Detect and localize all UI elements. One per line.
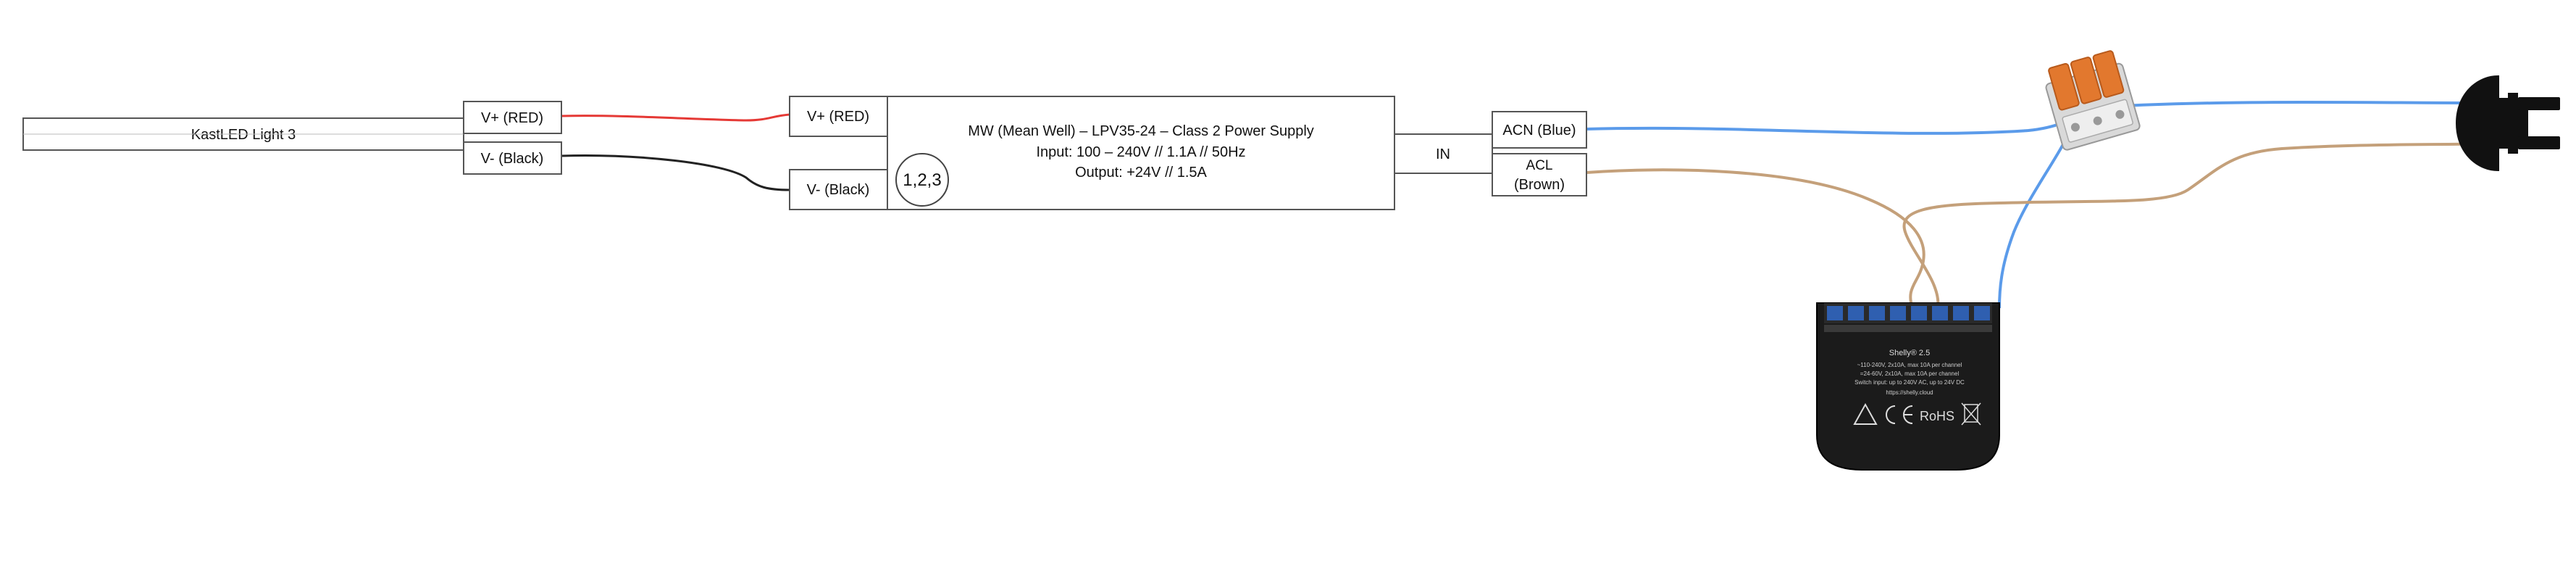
light-terminal-vminus-label: V- (Black) [481,151,544,167]
psu-acl-label-2: (Brown) [1514,177,1565,193]
blue-wire-mains [2122,101,2492,107]
psu-body [887,96,1395,210]
relay-spec-1: ~110-240V, 2x10A, max 10A per channel [1857,362,1962,368]
psu-vminus-label: V- (Black) [807,182,870,198]
psu-badge [895,153,949,207]
psu-acl-label-1: ACL [1526,158,1553,173]
red-wire [561,113,790,122]
psu-line-2: Input: 100 – 240V // 1.1A // 50Hz [1036,144,1245,160]
psu-acn-label: ACN (Blue) [1502,123,1576,138]
light-terminal-vminus [463,141,562,175]
lever-connector-icon [2045,50,2141,151]
warning-triangle-icon [1853,402,1878,425]
mains-plug-icon [2456,75,2560,171]
weee-bin-icon [1961,402,1981,426]
blue-wire-relay [1998,124,2075,309]
relay-site: https://shelly.cloud [1886,389,1933,396]
relay-model: Shelly® 2.5 [1889,349,1930,357]
psu-acl-terminal [1492,153,1587,196]
psu-in-label: IN [1436,146,1450,162]
psu-badge-label: 1,2,3 [903,170,941,190]
ce-mark-icon [1886,405,1913,424]
relay-rohs: RoHS [1920,409,1954,423]
light-terminal-vplus [463,101,562,134]
psu-line-3: Output: +24V // 1.5A [1075,165,1207,181]
shelly-relay: Shelly® 2.5 ~110-240V, 2x10A, max 10A pe… [1816,302,2000,471]
relay-spec-3: Switch input: up to 240V AC, up to 24V D… [1854,379,1965,386]
led-light-label: KastLED Light 3 [191,127,296,143]
brown-wire-mains [1902,142,2493,309]
blue-wire-acn [1586,107,2091,135]
psu-acn-terminal [1492,111,1587,149]
black-wire [561,154,790,191]
light-terminal-vplus-label: V+ (RED) [481,110,543,126]
relay-terminal-block [1824,303,1992,323]
psu-vplus-label: V+ (RED) [807,109,869,125]
brown-wire-acl [1586,168,1925,309]
psu-line-1: MW (Mean Well) – LPV35-24 – Class 2 Powe… [968,123,1314,139]
relay-spec-2: =24-60V, 2x10A, max 10A per channel [1860,370,1960,377]
